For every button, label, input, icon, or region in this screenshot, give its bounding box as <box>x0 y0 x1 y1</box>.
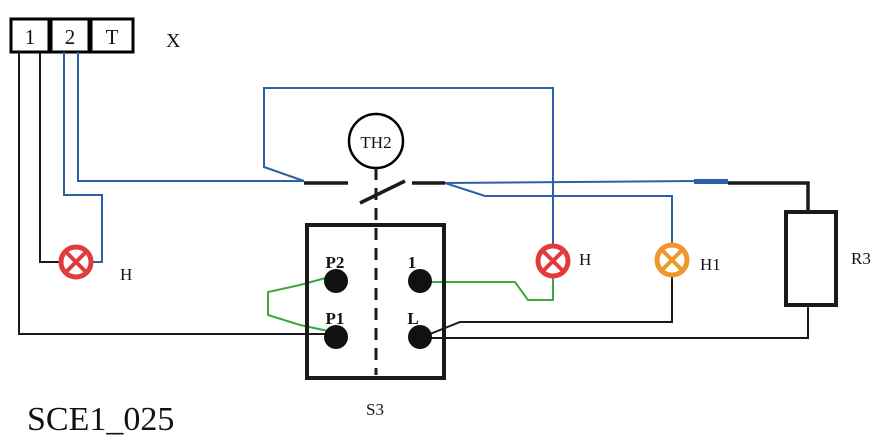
lamp-left-label: H <box>120 265 132 284</box>
wire-thermostat-to-h1 <box>444 182 673 244</box>
contact-p1 <box>324 325 348 349</box>
contact-p2 <box>324 269 348 293</box>
wire-thermostat-to-center-lamp <box>263 87 554 244</box>
terminal-label-t: T <box>106 25 119 49</box>
contact-label-p2: P2 <box>326 253 345 272</box>
terminal-cell-2 <box>49 17 91 54</box>
terminal-label-1: 1 <box>25 25 36 49</box>
diagram-reference: SCE1_025 <box>27 401 174 438</box>
thermostat-th2: TH2 <box>347 112 405 170</box>
black-wires <box>18 52 810 339</box>
wire-to-r3-top <box>728 181 810 212</box>
wire-l-to-r3 <box>420 305 809 339</box>
contact-1 <box>408 269 432 293</box>
wire-thermostat-to-r3 <box>444 180 728 184</box>
wire-terminal1-to-left-lamp <box>39 52 60 263</box>
wire-l-to-h1 <box>419 275 673 339</box>
contact-l <box>408 325 432 349</box>
wire-terminal2-to-thermostat <box>77 52 304 182</box>
thermostat-label: TH2 <box>360 133 391 152</box>
lamp-orange <box>654 242 690 278</box>
terminal-label-2: 2 <box>65 25 76 49</box>
lamp-center <box>535 243 571 279</box>
terminal-block: 1 2 T <box>9 17 135 54</box>
wire-1-to-center-lamp <box>420 278 554 301</box>
switch-label: S3 <box>366 400 384 419</box>
resistor-label: R3 <box>851 249 871 268</box>
contact-label-p1: P1 <box>326 309 345 328</box>
blue-wires <box>63 52 728 263</box>
wire-terminal1-to-p1 <box>18 52 330 335</box>
lamp-center-label: H <box>579 250 591 269</box>
wire-terminal2-to-left-lamp <box>63 52 103 263</box>
resistor-r3 <box>784 210 838 307</box>
lamp-left <box>58 244 94 280</box>
lamp-orange-label: H1 <box>700 255 721 274</box>
r3-lead-marker <box>694 179 728 184</box>
terminal-cell-t <box>89 17 135 54</box>
contact-label-1: 1 <box>408 253 417 272</box>
terminal-block-name: X <box>166 30 181 52</box>
switch-s3: P2 1 P1 L <box>305 168 446 380</box>
terminal-cell-1 <box>9 17 51 54</box>
thermostat-blade <box>359 179 406 205</box>
contact-label-l: L <box>407 309 418 328</box>
switch-body <box>305 223 446 380</box>
wire-p2-to-p1-bridge <box>267 275 334 333</box>
